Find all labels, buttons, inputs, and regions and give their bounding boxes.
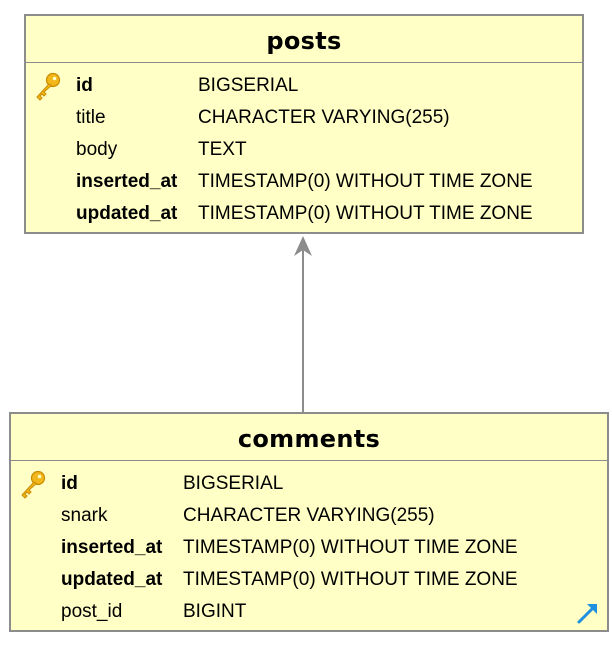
- column-row[interactable]: post_id BIGINT: [11, 597, 607, 629]
- column-list: id BIGSERIAL title CHARACTER VARYING(255…: [26, 63, 582, 231]
- column-row[interactable]: body TEXT: [26, 135, 582, 167]
- column-type: TIMESTAMP(0) WITHOUT TIME ZONE: [183, 537, 518, 558]
- column-row[interactable]: id BIGSERIAL: [11, 469, 607, 501]
- column-type: CHARACTER VARYING(255): [183, 505, 435, 526]
- column-row[interactable]: snark CHARACTER VARYING(255): [11, 501, 607, 533]
- column-name: updated_at: [76, 203, 178, 224]
- diagonal-arrow-icon[interactable]: [575, 600, 601, 626]
- column-type: BIGSERIAL: [183, 473, 284, 494]
- column-type: TIMESTAMP(0) WITHOUT TIME ZONE: [198, 203, 533, 224]
- table-title: posts: [26, 16, 582, 63]
- key-icon: [21, 470, 46, 499]
- column-name: title: [76, 107, 106, 128]
- column-type: TEXT: [198, 139, 247, 160]
- column-type: BIGSERIAL: [198, 75, 299, 96]
- table-posts[interactable]: posts id BIGSERIAL title CHARACTER VARYI…: [24, 14, 584, 234]
- column-name: id: [76, 75, 93, 96]
- key-icon: [36, 72, 61, 101]
- column-type: BIGINT: [183, 601, 247, 622]
- column-row[interactable]: id BIGSERIAL: [26, 71, 582, 103]
- relationship-arrowhead: [294, 236, 312, 256]
- column-type: TIMESTAMP(0) WITHOUT TIME ZONE: [198, 171, 533, 192]
- column-name: body: [76, 139, 118, 160]
- column-name: snark: [61, 505, 108, 526]
- column-type: TIMESTAMP(0) WITHOUT TIME ZONE: [183, 569, 518, 590]
- column-name: inserted_at: [76, 171, 178, 192]
- column-type: CHARACTER VARYING(255): [198, 107, 450, 128]
- table-comments[interactable]: comments id BIGSERIAL snark CHARACTER VA…: [9, 412, 609, 632]
- column-name: id: [61, 473, 78, 494]
- column-row[interactable]: inserted_at TIMESTAMP(0) WITHOUT TIME ZO…: [11, 533, 607, 565]
- column-list: id BIGSERIAL snark CHARACTER VARYING(255…: [11, 461, 607, 629]
- column-row[interactable]: updated_at TIMESTAMP(0) WITHOUT TIME ZON…: [11, 565, 607, 597]
- column-row[interactable]: updated_at TIMESTAMP(0) WITHOUT TIME ZON…: [26, 199, 582, 231]
- table-title: comments: [11, 414, 607, 461]
- column-row[interactable]: title CHARACTER VARYING(255): [26, 103, 582, 135]
- column-name: inserted_at: [61, 537, 163, 558]
- column-name: updated_at: [61, 569, 163, 590]
- column-row[interactable]: inserted_at TIMESTAMP(0) WITHOUT TIME ZO…: [26, 167, 582, 199]
- column-name: post_id: [61, 601, 123, 622]
